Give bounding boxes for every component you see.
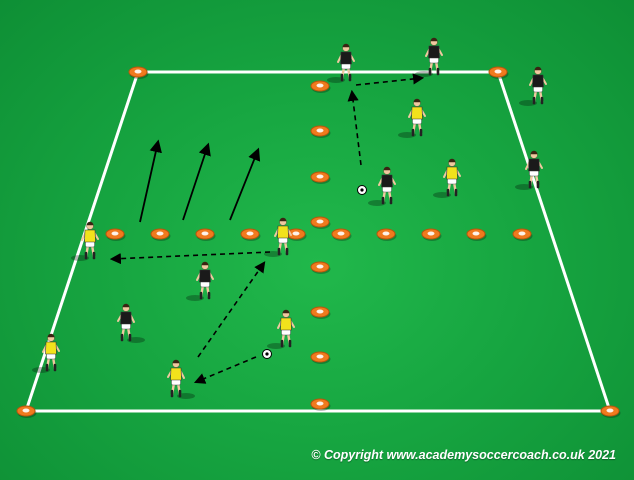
cone-marker: [466, 228, 487, 241]
black-player: [117, 303, 145, 343]
black-player: [415, 37, 443, 77]
yellow-player: [167, 359, 195, 399]
pass-arrow: [109, 251, 271, 265]
pass-arrow: [347, 89, 362, 166]
black-player: [327, 43, 355, 83]
cone-marker: [150, 228, 171, 241]
movement-arrows: [109, 73, 425, 384]
black-player: [515, 150, 543, 190]
players: [32, 37, 547, 399]
cone-marker: [310, 125, 331, 138]
cone-marker: [488, 66, 509, 79]
soccer-ball: [357, 185, 367, 195]
black-player: [368, 166, 396, 206]
copyright-text: © Copyright www.academysoccercoach.co.uk…: [311, 448, 616, 462]
yellow-player: [398, 98, 426, 138]
cone-marker: [376, 228, 397, 241]
black-player: [186, 261, 214, 301]
soccer-ball: [262, 349, 272, 359]
yellow-player: [267, 309, 295, 349]
pass-arrow: [355, 73, 425, 86]
cone-marker: [310, 80, 331, 93]
cone-marker: [310, 171, 331, 184]
cone-marker: [600, 405, 621, 418]
cone-marker: [310, 351, 331, 364]
pass-arrow: [193, 356, 257, 384]
yellow-player: [32, 333, 60, 373]
balls: [262, 185, 367, 359]
cone-marker: [512, 228, 533, 241]
cone-marker: [105, 228, 126, 241]
pass-arrow: [197, 261, 266, 358]
yellow-player: [264, 217, 292, 257]
run-arrow: [139, 139, 162, 223]
cone-marker: [421, 228, 442, 241]
cone-marker: [16, 405, 37, 418]
cone-marker: [310, 216, 331, 229]
cone-marker: [310, 306, 331, 319]
cone-marker: [310, 398, 331, 411]
yellow-player: [433, 158, 461, 198]
run-arrow: [182, 142, 211, 221]
cone-marker: [240, 228, 261, 241]
cone-marker: [195, 228, 216, 241]
cone-marker: [128, 66, 149, 79]
cone-marker: [331, 228, 352, 241]
black-player: [519, 66, 547, 106]
cone-marker: [310, 261, 331, 274]
cones: [16, 66, 621, 418]
cone-marker: [286, 228, 307, 241]
yellow-player: [71, 221, 99, 261]
run-arrow: [229, 147, 261, 221]
